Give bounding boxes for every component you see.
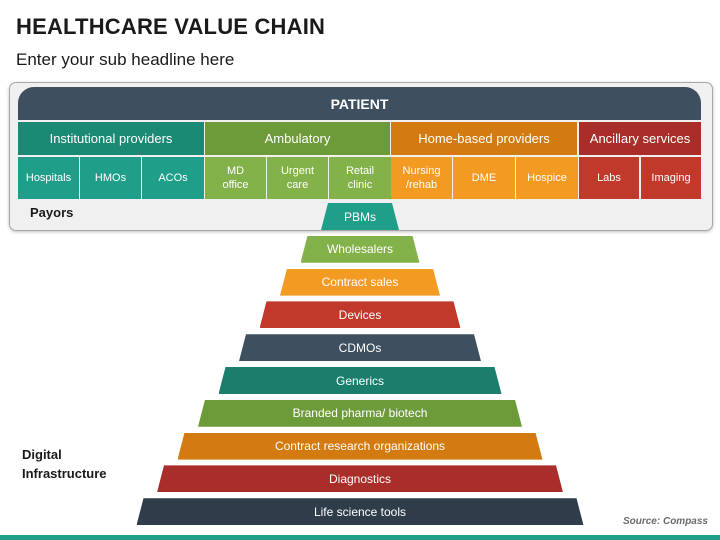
page-subtitle: Enter your sub headline here bbox=[16, 50, 235, 69]
subitem-labs: Labs bbox=[579, 157, 639, 199]
category-home-based-providers: Home-based providers bbox=[391, 122, 577, 155]
subitem-retail-clinic: Retail clinic bbox=[329, 157, 391, 199]
patient-header: PATIENT bbox=[18, 87, 701, 120]
subitem-md-office: MD office bbox=[205, 157, 266, 199]
subitem-hospitals: Hospitals bbox=[18, 157, 79, 199]
pyramid-level-contract-sales: Contract sales bbox=[280, 268, 440, 296]
page-title: HEALTHCARE VALUE CHAIN bbox=[16, 14, 326, 39]
pyramid-level-pbms: PBMs bbox=[321, 203, 399, 230]
subitem-urgent-care: Urgent care bbox=[267, 157, 328, 199]
subitem-acos: ACOs bbox=[142, 157, 204, 199]
pyramid-level-devices: Devices bbox=[259, 301, 461, 329]
subitem-dme: DME bbox=[453, 157, 515, 199]
subitem-nursing-rehab: Nursing /rehab bbox=[391, 157, 452, 199]
pyramid-level-branded-pharma-biotech: Branded pharma/ biotech bbox=[198, 399, 522, 427]
pyramid-level-cdmos: CDMOs bbox=[239, 334, 481, 362]
pyramid-level-diagnostics: Diagnostics bbox=[157, 465, 563, 493]
subitem-hmos: HMOs bbox=[80, 157, 141, 199]
source-note: Source: Compass bbox=[622, 516, 708, 527]
subitem-hospice: Hospice bbox=[516, 157, 578, 199]
category-ancillary-services: Ancillary services bbox=[579, 122, 701, 155]
category-ambulatory: Ambulatory bbox=[205, 122, 390, 155]
pyramid-level-life-science-tools: Life science tools bbox=[136, 498, 584, 526]
subitem-imaging: Imaging bbox=[641, 157, 701, 199]
payors-label: Payors bbox=[30, 205, 74, 220]
pyramid-level-contract-research-organizations: Contract research organizations bbox=[177, 432, 543, 460]
pyramid-level-wholesalers: Wholesalers bbox=[300, 235, 420, 263]
category-institutional-providers: Institutional providers bbox=[18, 122, 204, 155]
bottom-accent-bar bbox=[0, 535, 720, 540]
digital-infrastructure-label: Digital Infrastructure bbox=[22, 447, 107, 481]
pyramid-level-generics: Generics bbox=[218, 367, 502, 394]
